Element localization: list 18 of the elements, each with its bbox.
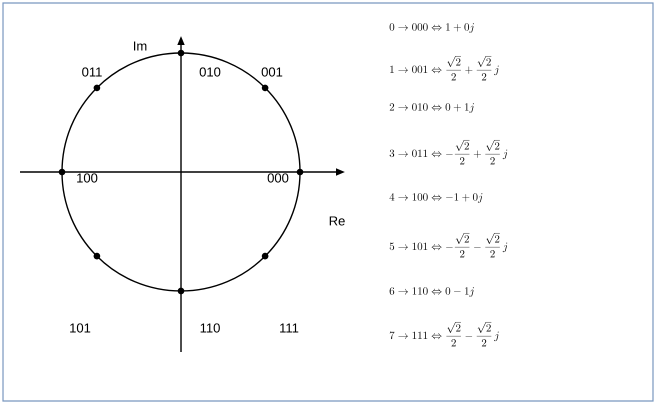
bit-label: 110 <box>200 323 220 333</box>
mapping-formula: $1 \rightarrow 001 \Leftrightarrow \frac{\sqrt{2}}{2} + \frac{\sqrt{2}}{2}\,j$ <box>390 56 499 80</box>
bit-label: 001 <box>262 67 282 77</box>
mapping-formula: $2 \rightarrow 010 \Leftrightarrow 0 + 1j$ <box>390 103 474 113</box>
bit-label: 101 <box>70 323 90 333</box>
mapping-formula: $7 \rightarrow 111 \Leftrightarrow \frac{\sqrt{2}}{2} - \frac{\sqrt{2}}{2}\,j$ <box>390 322 499 346</box>
bit-label: 010 <box>200 67 220 77</box>
axis-label: Im <box>134 42 146 50</box>
bit-label: 111 <box>280 324 298 332</box>
mapping-formula: $6 \rightarrow 110 \Leftrightarrow 0 - 1j$ <box>390 287 474 297</box>
mapping-formula: $5 \rightarrow 101 \Leftrightarrow -\frac{\sqrt{2}}{2} - \frac{\sqrt{2}}{2}\,j$ <box>390 233 508 258</box>
axis-label: Re <box>330 216 345 226</box>
mapping-formula: $0 \rightarrow 000 \Leftrightarrow 1 + 0j$ <box>390 23 474 33</box>
mapping-formula: $3 \rightarrow 011 \Leftrightarrow -\frac{\sqrt{2}}{2} + \frac{\sqrt{2}}{2}\,j$ <box>390 140 508 164</box>
bit-label: 000 <box>268 173 288 183</box>
bit-label: 100 <box>77 173 98 183</box>
bit-label: 011 <box>82 67 102 77</box>
mapping-formula: $4 \rightarrow 100 \Leftrightarrow -1 + 0j$ <box>390 193 482 203</box>
